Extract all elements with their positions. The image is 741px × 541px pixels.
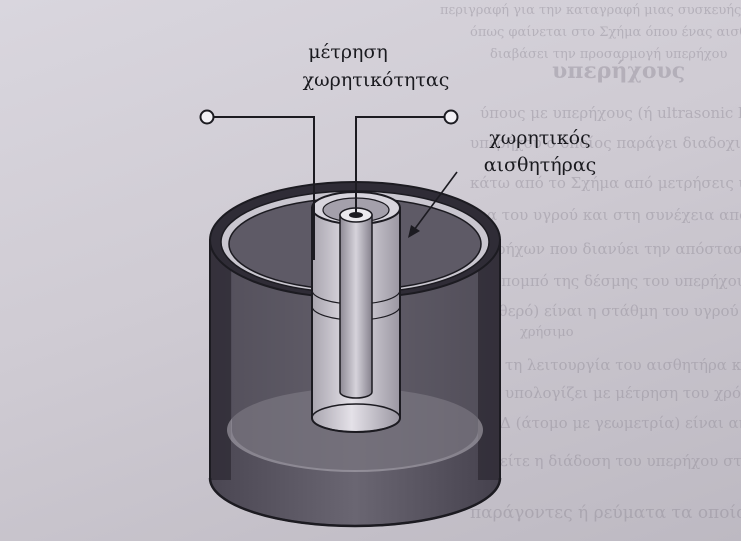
sensor-probe — [340, 215, 372, 398]
ghost-bottom-line: παράγοντες ή ρεύματα τα οποία μετρούν στ… — [470, 503, 741, 523]
ghost-bottom-line: τη λειτουργία του αισθητήρα και στο επόμ… — [505, 356, 741, 374]
ghost-top-line: όπως φαίνεται στο Σχήμα όπου ένας αισθητ… — [470, 25, 741, 40]
wall-right-band — [478, 240, 499, 480]
ghost-right-line: σταθερό) είναι η στάθμη του υγρού — [470, 302, 739, 320]
ghost-right-line: κάτω από το Σχήμα από μετρήσεις υπερήχων… — [470, 174, 741, 192]
ghost-heading: υπερήχους — [552, 58, 685, 84]
ghost-right-line: ύπους με υπερήχους (ή ultrasonic level i — [480, 104, 741, 122]
measurement-label-line2: χωρητικότητας — [303, 69, 450, 91]
ghost-bottom-line: είτε η διάδοση του υπερήχου στο υγρό — [500, 452, 741, 470]
wall-left-band — [211, 240, 231, 480]
ghost-right-line: ένα του υγρού και στη συνέχεια από κατώτ… — [470, 206, 741, 224]
ghost-top-line: περιγραφή για την καταγραφή μιας συσκευή… — [440, 3, 741, 18]
ghost-bottom-line: Δ (άτομο με γεωμετρία) είναι ανάλογη με … — [500, 414, 741, 432]
ghost-right-line: τον πομπό της δέσμης του υπερήχου στο χρ… — [470, 272, 741, 290]
ghost-right-line: υπερήχων που διανύει την απόσταση του υγ… — [470, 240, 741, 258]
ghost-right-line: χρήσιμο — [520, 325, 574, 340]
sensor-label-line2: αισθητήρας — [484, 154, 597, 176]
capacitive-sensor — [312, 192, 400, 432]
ghost-bottom-line: υπολογίζει με μέτρηση του χρόνου και της… — [505, 384, 741, 402]
terminal-left-icon — [201, 111, 214, 124]
terminal-right-icon — [445, 111, 458, 124]
measurement-label-line1: μέτρηση — [308, 41, 388, 63]
sensor-label-line1: χωρητικός — [489, 127, 590, 149]
